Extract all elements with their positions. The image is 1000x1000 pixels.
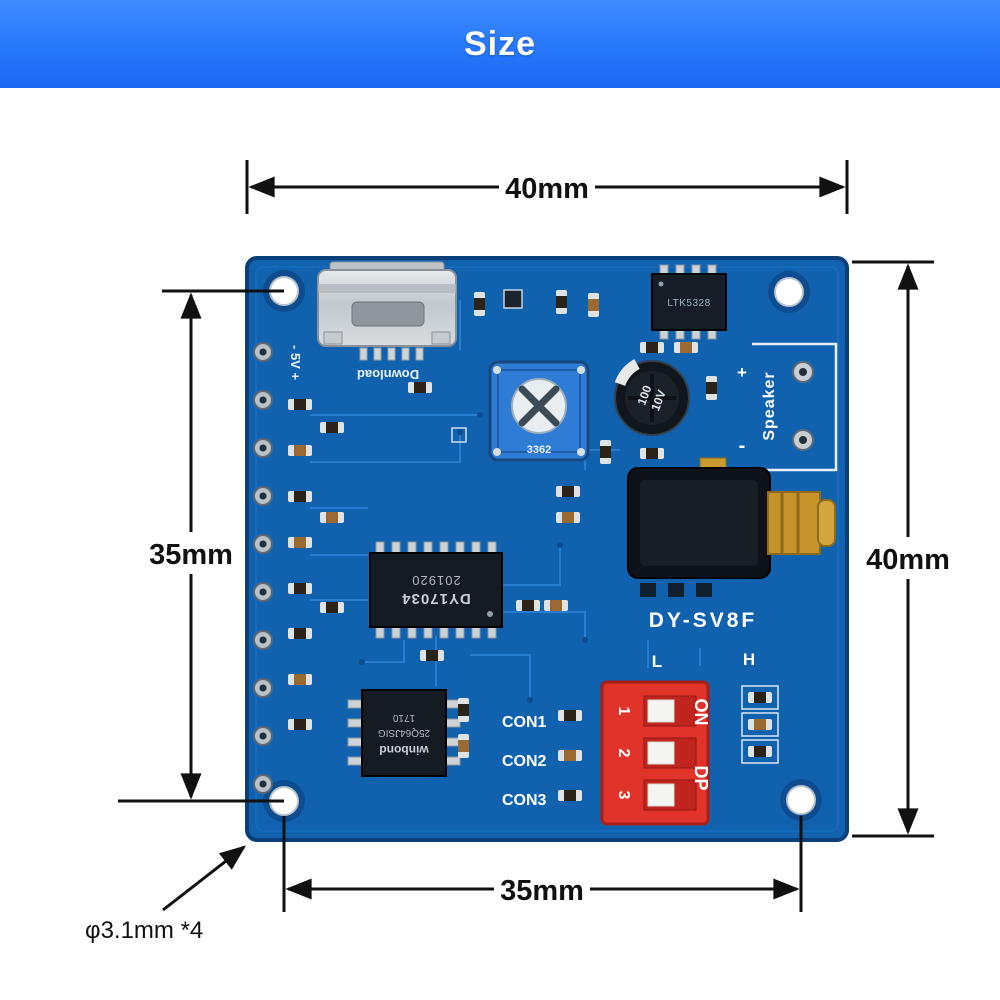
speaker-plus-mark: + bbox=[737, 363, 747, 382]
hole-diameter-note: φ3.1mm *4 bbox=[85, 917, 203, 944]
jack-barrel bbox=[767, 491, 821, 555]
dim-top-label: 40mm bbox=[505, 173, 589, 205]
potentiometer: 3362 bbox=[488, 360, 590, 462]
mounting-hole-bottom-right bbox=[780, 779, 822, 821]
main-chip: DY17034 201920 bbox=[369, 541, 503, 639]
con3-label: CON3 bbox=[502, 792, 547, 809]
capacitor-voltage: 10V bbox=[648, 388, 668, 413]
capacitor-value: 100 bbox=[634, 383, 654, 407]
pcb-traces bbox=[310, 300, 701, 700]
speaker-label: Speaker bbox=[761, 371, 778, 440]
jack-pads bbox=[640, 583, 712, 597]
micro-usb-connector: Download bbox=[317, 261, 457, 382]
hole-pointer-arrow bbox=[162, 845, 247, 912]
flash-chip-date: 1710 bbox=[392, 712, 415, 723]
dip-toggle-3 bbox=[647, 783, 675, 807]
pcb-vias bbox=[359, 412, 588, 703]
audio-jack bbox=[627, 457, 836, 597]
usb-silk-label: Download bbox=[357, 367, 419, 382]
con2-label: CON2 bbox=[502, 753, 547, 770]
pot-value-label: 3362 bbox=[527, 444, 551, 456]
smd-stack-right bbox=[741, 685, 779, 764]
flash-chip: winbond 25Q64JSIG 1710 bbox=[347, 689, 461, 777]
dimension-labels: 40mm 35mm 40mm 35mm φ3.1mm *4 bbox=[85, 166, 956, 944]
dip-switch: 1 2 3 ON DP bbox=[600, 680, 711, 826]
dip-switch-toggles bbox=[643, 695, 697, 811]
pot-screw-slot bbox=[518, 385, 560, 427]
amp-chip-label: LTK5328 bbox=[667, 298, 710, 309]
dip-number-2: 2 bbox=[615, 749, 632, 758]
main-chip-date-code: 201920 bbox=[411, 573, 460, 588]
mounting-hole-top-right bbox=[768, 271, 810, 313]
pcb-board: Download - 5V + L bbox=[245, 256, 849, 842]
jack-tip bbox=[817, 499, 836, 547]
dip-number-1: 1 bbox=[615, 707, 632, 716]
speaker-minus-mark: - bbox=[739, 435, 746, 457]
electrolytic-capacitor: 100 10V bbox=[614, 359, 690, 436]
page-title: Size bbox=[463, 24, 537, 63]
power-pins-label: - 5V + bbox=[288, 345, 303, 380]
speaker-terminal: Speaker + - bbox=[737, 342, 838, 472]
dip-toggle-2 bbox=[647, 741, 675, 765]
dim-bottom-label: 35mm bbox=[500, 875, 584, 907]
flash-chip-brand: winbond bbox=[379, 743, 429, 757]
channel-l-label: L bbox=[652, 652, 662, 671]
smd-components bbox=[288, 289, 779, 801]
connector-labels: CON1 CON2 CON3 bbox=[502, 714, 547, 809]
model-silk-label: DY-SV8F bbox=[649, 609, 758, 632]
dim-left-label: 35mm bbox=[149, 539, 233, 571]
amp-chip: LTK5328 bbox=[651, 264, 727, 340]
dip-on-label: ON bbox=[691, 699, 711, 726]
channel-h-label: H bbox=[743, 650, 755, 669]
dip-toggle-1 bbox=[647, 699, 675, 723]
header-banner: Size bbox=[0, 0, 1000, 88]
dip-number-3: 3 bbox=[615, 791, 632, 800]
usb-pins bbox=[359, 347, 424, 361]
main-chip-part-number: DY17034 bbox=[401, 590, 471, 607]
flash-chip-part: 25Q64JSIG bbox=[378, 727, 430, 738]
con1-label: CON1 bbox=[502, 714, 547, 731]
dip-dp-label: DP bbox=[691, 765, 711, 790]
dim-right-label: 40mm bbox=[866, 544, 950, 576]
